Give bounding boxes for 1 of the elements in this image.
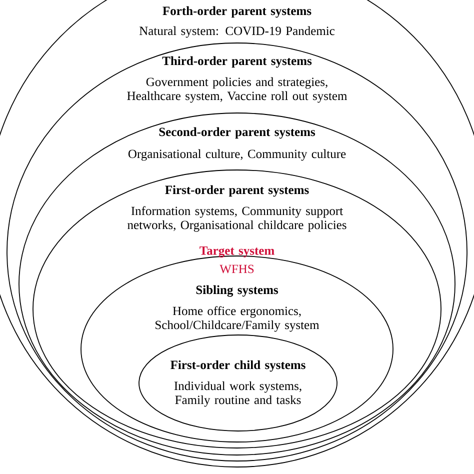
node-label: Target system — [200, 246, 274, 258]
